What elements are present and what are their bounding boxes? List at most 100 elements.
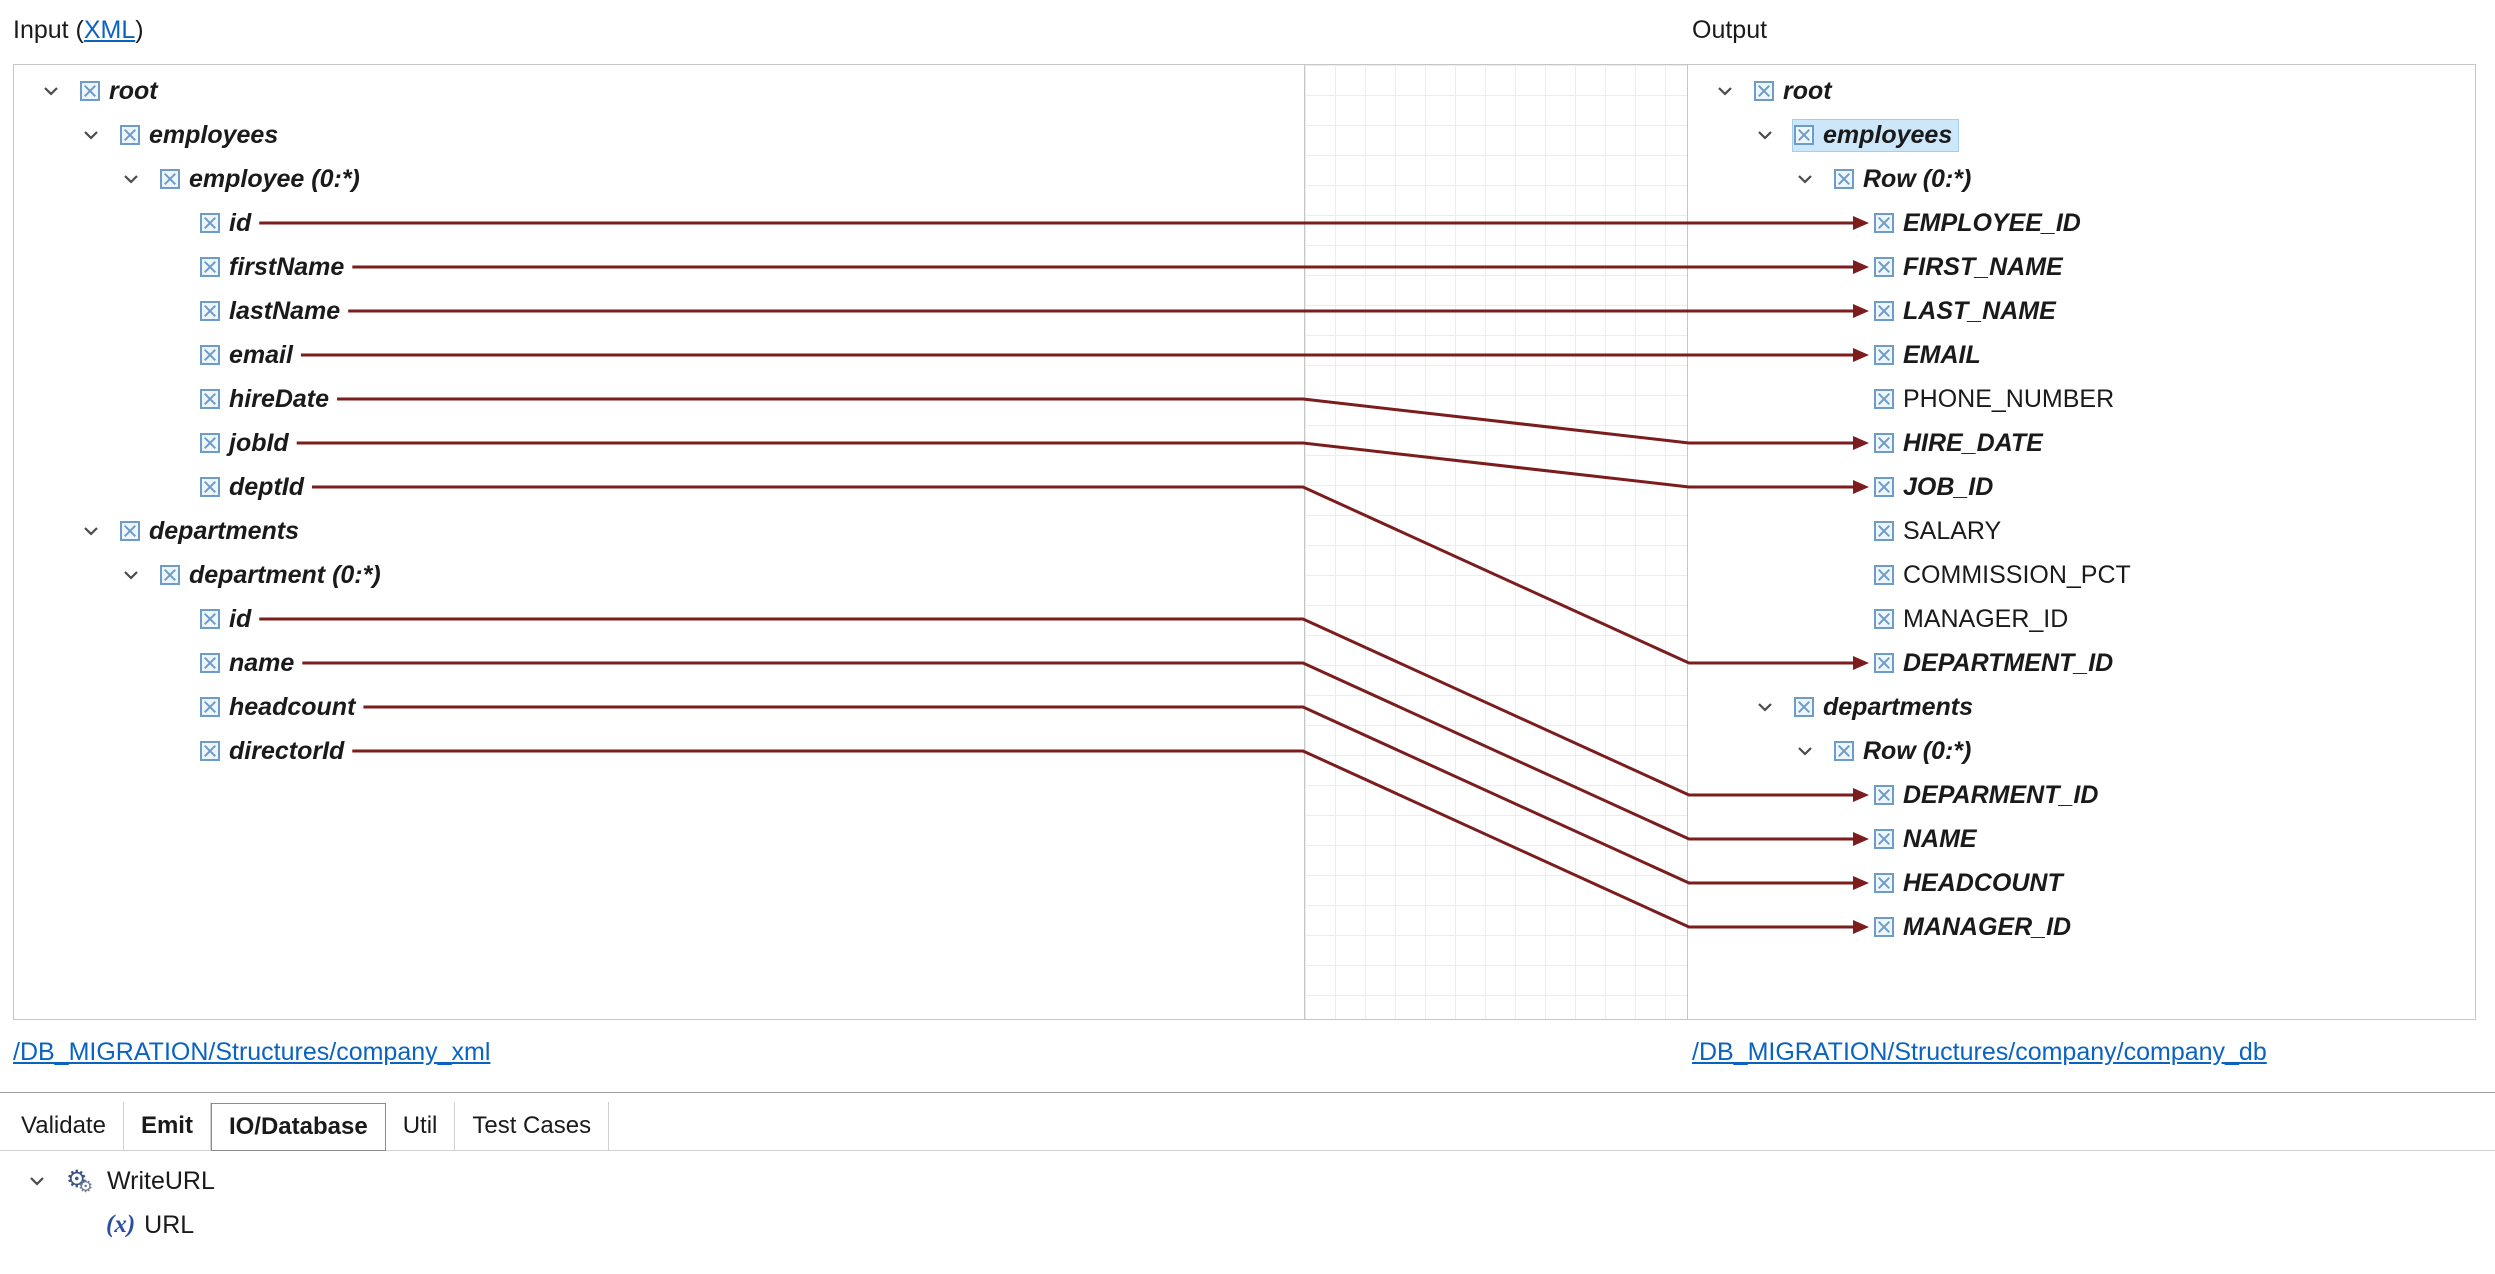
expand-chevron-icon[interactable] <box>38 78 78 104</box>
node-label: employees <box>149 120 279 149</box>
tab-test-cases[interactable]: Test Cases <box>455 1102 610 1150</box>
tree-item-out-FIRST_NAME[interactable]: FIRST_NAME <box>1688 245 2475 289</box>
xml-element-icon <box>200 741 220 761</box>
node-content: FIRST_NAME <box>1872 251 2070 284</box>
expand-chevron-icon[interactable] <box>118 562 158 588</box>
tree-item-in-email[interactable]: email <box>14 333 1304 377</box>
node-label: id <box>229 208 252 237</box>
tree-item-out-MANAGER_ID[interactable]: MANAGER_ID <box>1688 597 2475 641</box>
tree-item-fn-writeurl[interactable]: ⚙⚙WriteURL <box>0 1159 2495 1203</box>
node-content: DEPARMENT_ID <box>1872 779 2105 812</box>
tree-item-in-departments[interactable]: departments <box>14 509 1304 553</box>
tree-item-out-emp-row[interactable]: Row (0:*) <box>1688 157 2475 201</box>
expand-chevron-icon[interactable] <box>1712 78 1752 104</box>
xml-element-icon <box>1834 741 1854 761</box>
node-label: EMPLOYEE_ID <box>1903 208 2081 237</box>
tab-io-database[interactable]: IO/Database <box>210 1103 386 1151</box>
tree-item-out-DEPARTMENT_ID[interactable]: DEPARTMENT_ID <box>1688 641 2475 685</box>
xml-element-icon <box>200 477 220 497</box>
tree-item-out-DEPARMENT_ID[interactable]: DEPARMENT_ID <box>1688 773 2475 817</box>
tree-item-in-employees[interactable]: employees <box>14 113 1304 157</box>
tree-item-out-EMPLOYEE_ID[interactable]: EMPLOYEE_ID <box>1688 201 2475 245</box>
node-label: deptId <box>229 472 304 501</box>
tree-item-out-COMMISSION_PCT[interactable]: COMMISSION_PCT <box>1688 553 2475 597</box>
node-label: LAST_NAME <box>1903 296 2056 325</box>
node-content: SALARY <box>1872 515 2008 548</box>
tree-item-in-dept-name[interactable]: name <box>14 641 1304 685</box>
xml-element-icon <box>1874 565 1894 585</box>
mapping-canvas[interactable] <box>1305 64 1687 1020</box>
input-structure-link[interactable]: /DB_MIGRATION/Structures/company_xml <box>13 1038 491 1066</box>
tree-item-out-HIRE_DATE[interactable]: HIRE_DATE <box>1688 421 2475 465</box>
tree-item-out-EMAIL[interactable]: EMAIL <box>1688 333 2475 377</box>
tab-emit[interactable]: Emit <box>124 1102 211 1150</box>
tab-validate[interactable]: Validate <box>4 1102 124 1150</box>
node-content: deptId <box>198 471 311 504</box>
expand-chevron-icon[interactable] <box>118 166 158 192</box>
tree-item-out-LAST_NAME[interactable]: LAST_NAME <box>1688 289 2475 333</box>
xml-element-icon <box>1794 125 1814 145</box>
expand-chevron-icon[interactable] <box>1752 694 1792 720</box>
node-content: JOB_ID <box>1872 471 2000 504</box>
tree-item-in-hireDate[interactable]: hireDate <box>14 377 1304 421</box>
expand-chevron-icon[interactable] <box>1792 166 1832 192</box>
node-content: firstName <box>198 251 351 284</box>
node-content: (x)URL <box>104 1209 201 1242</box>
node-content: EMPLOYEE_ID <box>1872 207 2088 240</box>
tree-item-in-firstName[interactable]: firstName <box>14 245 1304 289</box>
xml-element-icon <box>160 565 180 585</box>
tree-item-out-NAME[interactable]: NAME <box>1688 817 2475 861</box>
node-label: JOB_ID <box>1903 472 1994 501</box>
node-label: URL <box>144 1210 195 1239</box>
tree-item-out-root[interactable]: root <box>1688 69 2475 113</box>
tree-item-out-MANAGER_ID2[interactable]: MANAGER_ID <box>1688 905 2475 949</box>
tree-item-in-dept-directorId[interactable]: directorId <box>14 729 1304 773</box>
node-label: HIRE_DATE <box>1903 428 2043 457</box>
expand-chevron-icon[interactable] <box>1792 738 1832 764</box>
tree-item-out-departments[interactable]: departments <box>1688 685 2475 729</box>
tree-item-in-dept-headcount[interactable]: headcount <box>14 685 1304 729</box>
tree-item-in-employee[interactable]: employee (0:*) <box>14 157 1304 201</box>
expand-chevron-icon[interactable] <box>78 518 118 544</box>
input-xml-link[interactable]: XML <box>83 16 136 44</box>
tree-item-in-jobId[interactable]: jobId <box>14 421 1304 465</box>
tree-item-in-root[interactable]: root <box>14 69 1304 113</box>
xml-element-icon <box>1874 653 1894 673</box>
output-structure-link[interactable]: /DB_MIGRATION/Structures/company/company… <box>1692 1038 2267 1066</box>
node-label: MANAGER_ID <box>1903 912 2072 941</box>
xml-element-icon <box>200 697 220 717</box>
node-content: Row (0:*) <box>1832 163 1978 196</box>
tree-item-in-dept-id[interactable]: id <box>14 597 1304 641</box>
tree-item-out-SALARY[interactable]: SALARY <box>1688 509 2475 553</box>
node-content: employee (0:*) <box>158 163 367 196</box>
node-content: id <box>198 603 258 636</box>
tree-item-out-HEADCOUNT[interactable]: HEADCOUNT <box>1688 861 2475 905</box>
tree-item-out-employees[interactable]: employees <box>1688 113 2475 157</box>
tree-item-in-id[interactable]: id <box>14 201 1304 245</box>
gears-icon-small: ⚙ <box>78 1177 94 1196</box>
node-label: WriteURL <box>107 1166 215 1195</box>
tree-item-in-department[interactable]: department (0:*) <box>14 553 1304 597</box>
node-label: SALARY <box>1903 516 2002 545</box>
xml-element-icon <box>120 521 140 541</box>
expand-chevron-icon[interactable] <box>24 1168 64 1194</box>
tree-item-in-lastName[interactable]: lastName <box>14 289 1304 333</box>
tree-item-out-JOB_ID[interactable]: JOB_ID <box>1688 465 2475 509</box>
tab-util[interactable]: Util <box>386 1102 456 1150</box>
node-content: root <box>1752 75 1839 108</box>
node-label: COMMISSION_PCT <box>1903 560 2131 589</box>
expand-chevron-icon[interactable] <box>78 122 118 148</box>
node-content: email <box>198 339 300 372</box>
structure-links: /DB_MIGRATION/Structures/company_xml /DB… <box>0 1020 2495 1092</box>
xml-element-icon <box>1874 917 1894 937</box>
tree-item-in-deptId[interactable]: deptId <box>14 465 1304 509</box>
xml-element-icon <box>1874 521 1894 541</box>
tree-item-fn-url[interactable]: (x)URL <box>0 1203 2495 1247</box>
node-content: PHONE_NUMBER <box>1872 383 2121 416</box>
expand-chevron-icon[interactable] <box>1752 122 1792 148</box>
tree-item-out-PHONE_NUMBER[interactable]: PHONE_NUMBER <box>1688 377 2475 421</box>
tree-item-out-dept-row[interactable]: Row (0:*) <box>1688 729 2475 773</box>
node-content: hireDate <box>198 383 336 416</box>
node-label: FIRST_NAME <box>1903 252 2063 281</box>
xml-element-icon <box>1834 169 1854 189</box>
